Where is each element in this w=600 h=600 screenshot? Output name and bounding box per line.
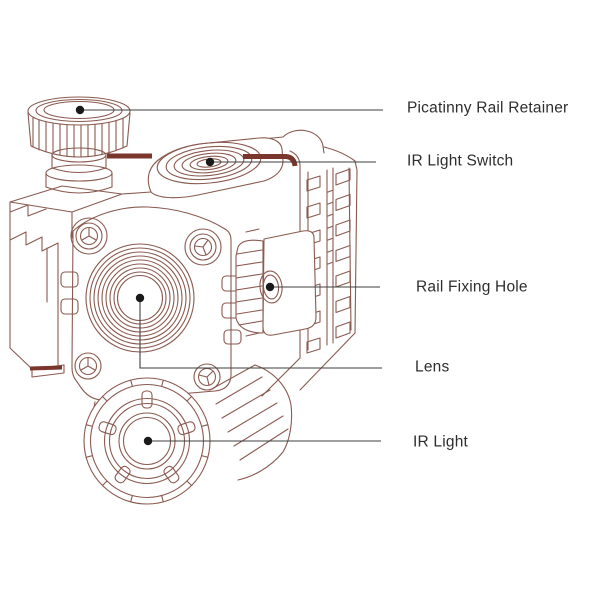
label-rail-fixing-hole: Rail Fixing Hole [416,278,528,296]
callout-leader-lines [80,109,383,442]
label-lens: Lens [415,358,450,376]
label-ir-light: IR Light [413,433,469,451]
rail-fixing-wheel-drawing [235,228,317,337]
ir-switch-dial-drawing [147,137,284,199]
rail-clamp-drawing [9,185,123,378]
callout-dots [75,105,275,446]
body-right-face-drawing [121,129,358,397]
front-plate-drawing [60,206,242,401]
label-picatinny-rail-retainer: Picatinny Rail Retainer [407,99,569,117]
label-ir-light-switch: IR Light Switch [407,152,514,170]
rail-edge-accent [29,153,298,371]
retainer-knob-drawing [27,96,131,194]
